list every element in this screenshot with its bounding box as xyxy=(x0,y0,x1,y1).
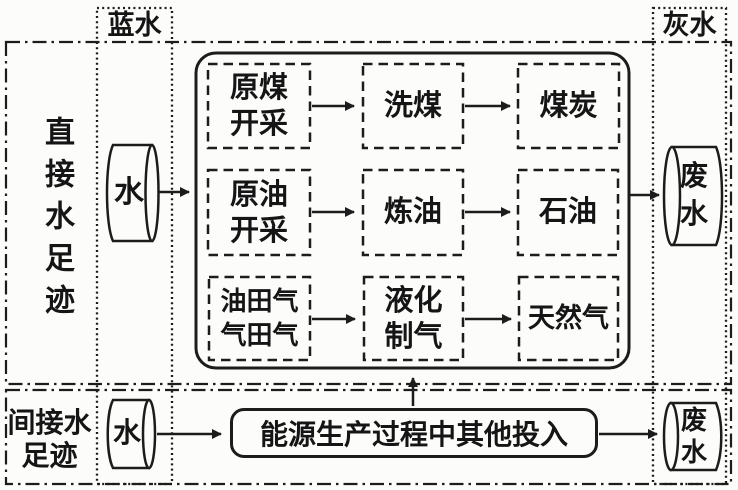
coal-washing-label: 洗煤 xyxy=(383,89,442,122)
box-coal-washing xyxy=(361,62,465,150)
box-raw-coal-mining xyxy=(206,62,312,150)
coal-label: 煤炭 xyxy=(539,89,598,122)
indirect-water-cylinder-label: 水 xyxy=(112,418,141,450)
blue-water-column xyxy=(95,6,174,486)
direct-water-cylinder xyxy=(105,143,160,243)
oilfield-gas-label: 油田气 气田气 xyxy=(220,286,299,350)
direct-wastewater-cylinder xyxy=(662,145,724,247)
grey-water-column xyxy=(651,6,728,486)
direct-wastewater-cylinder-label: 废 水 xyxy=(679,161,708,230)
box-petroleum xyxy=(516,168,620,257)
blue-water-label: 蓝水 xyxy=(107,9,162,40)
box-natural-gas xyxy=(517,275,620,362)
box-gas-liquefaction xyxy=(362,275,465,362)
box-oilfield-gas xyxy=(207,275,312,362)
indirect-wastewater-cylinder xyxy=(662,401,723,472)
indirect-footprint-label: 间接水 足迹 xyxy=(7,408,92,472)
indirect-water-cylinder xyxy=(106,398,157,470)
box-coal xyxy=(516,62,621,150)
raw-coal-mining-label: 原煤 开采 xyxy=(229,72,288,140)
direct-footprint-region xyxy=(4,40,733,386)
crude-oil-extraction-label: 原油 开采 xyxy=(229,178,288,247)
direct-water-cylinder-label: 水 xyxy=(114,176,144,209)
oil-refining-label: 炼油 xyxy=(383,196,442,229)
natural-gas-label: 天然气 xyxy=(528,303,609,334)
box-crude-oil-extraction xyxy=(206,168,312,257)
other-inputs-box: 能源生产过程中其他投入 xyxy=(230,408,598,458)
box-oil-refining xyxy=(361,168,465,257)
indirect-footprint-region xyxy=(4,388,733,486)
indirect-wastewater-cylinder-label: 废 水 xyxy=(680,406,707,467)
gas-liquefaction-label: 液化 制气 xyxy=(384,284,443,353)
grey-water-label: 灰水 xyxy=(662,9,717,40)
petroleum-label: 石油 xyxy=(538,196,597,229)
production-system-frame xyxy=(194,51,631,370)
direct-footprint-label: 直接水足迹 xyxy=(40,116,73,326)
